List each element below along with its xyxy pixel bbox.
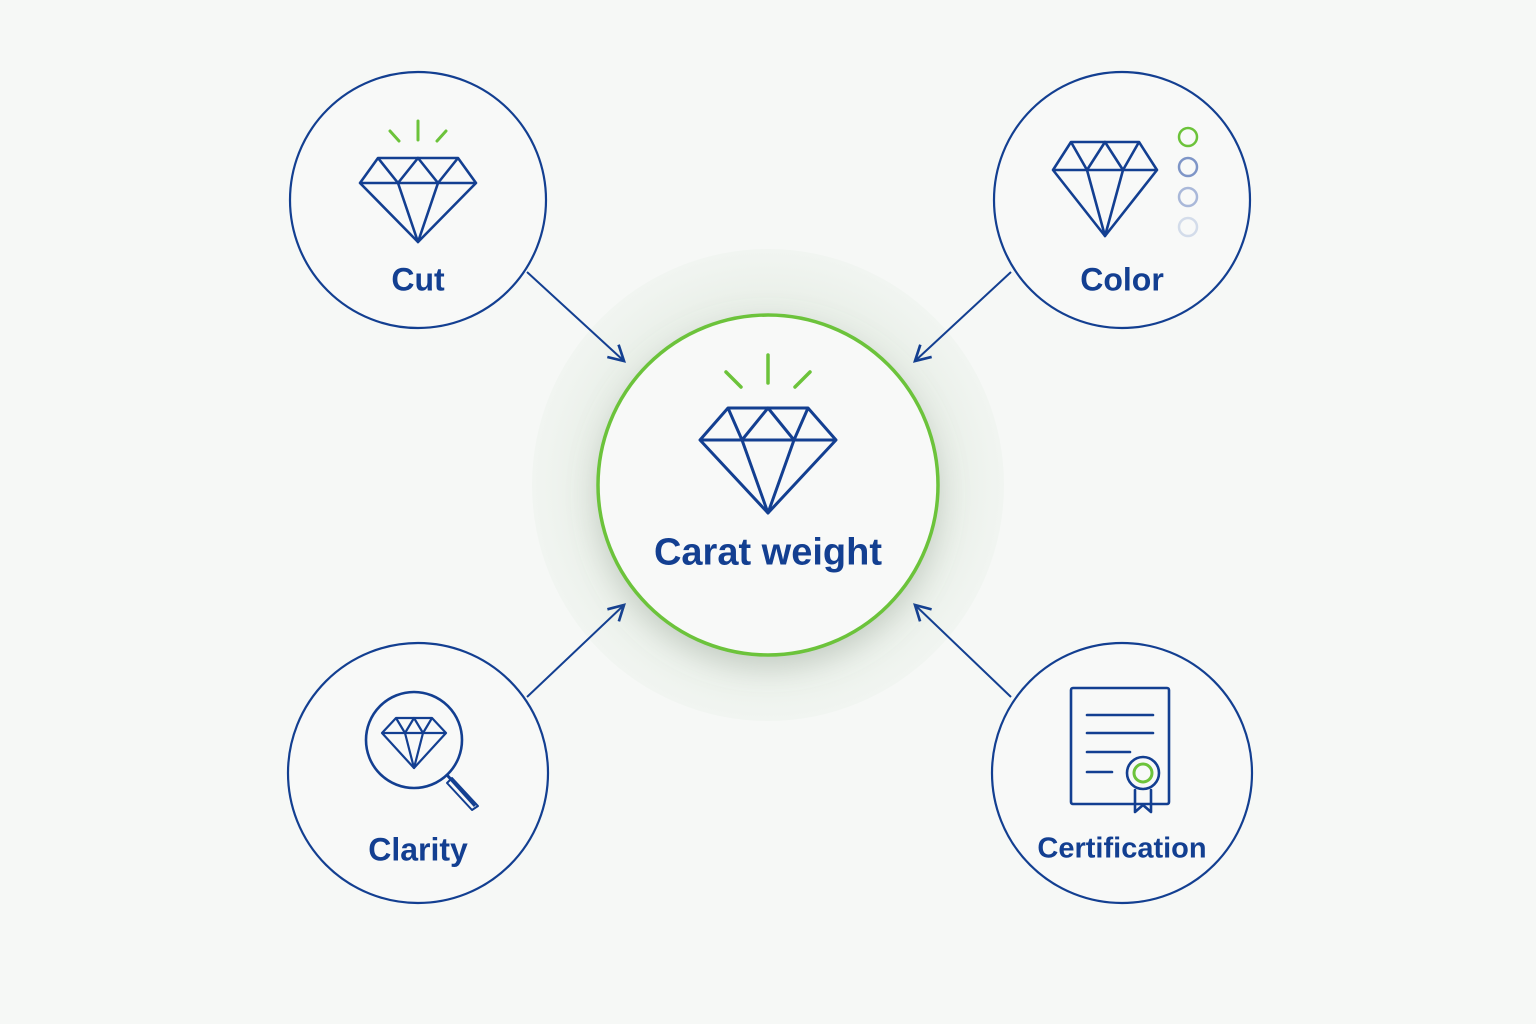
arrow-cut-to-center	[526, 271, 627, 363]
center-node	[596, 313, 940, 657]
magnifier-icon	[364, 690, 479, 811]
cut-node	[288, 70, 548, 330]
color-node	[992, 70, 1252, 330]
certification-node	[990, 641, 1254, 905]
diamond-icon	[358, 156, 478, 244]
color-scale-dots	[1177, 126, 1199, 238]
certification-label: Certification	[1037, 832, 1207, 865]
diamond-icon	[1051, 140, 1159, 238]
clarity-node	[286, 641, 550, 905]
diamond-icon	[698, 406, 838, 515]
clarity-label: Clarity	[368, 831, 468, 868]
connectors	[526, 271, 1012, 698]
cut-label: Cut	[391, 261, 445, 298]
arrow-color-to-center	[912, 271, 1012, 363]
sparkle-icon	[388, 119, 448, 143]
arrow-certification-to-center	[913, 603, 1012, 698]
sparkle-icon	[724, 353, 812, 389]
color-label: Color	[1080, 261, 1164, 298]
center-label: Carat weight	[653, 531, 883, 574]
certificate-icon	[1069, 686, 1171, 814]
diamond-icon	[380, 716, 448, 770]
arrow-clarity-to-center	[526, 603, 626, 698]
